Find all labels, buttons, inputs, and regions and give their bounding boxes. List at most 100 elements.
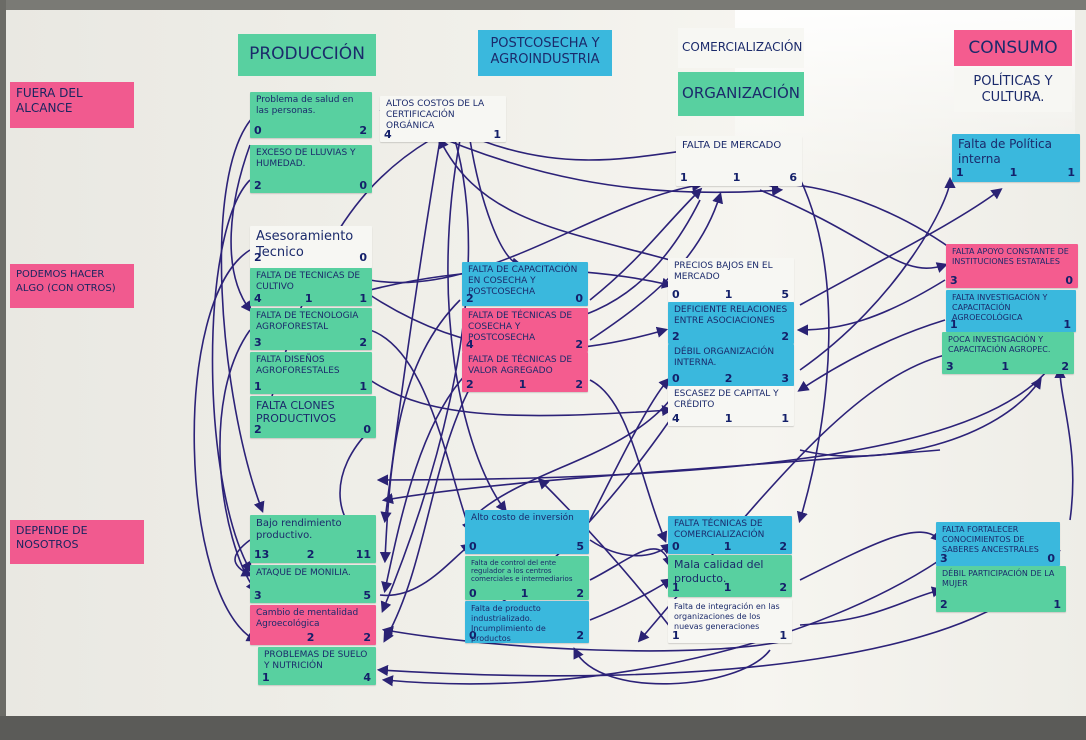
column-consumo: CONSUMO <box>954 30 1072 66</box>
card-text: PROBLEMAS DE SUELO Y NUTRICIÓN <box>264 650 368 671</box>
card-count-mid: 1 <box>1009 166 1018 179</box>
card-count-left: 1 <box>956 166 964 179</box>
column-produccion: PRODUCCIÓN <box>238 34 376 76</box>
card-clones: FALTA CLONES PRODUCTIVOS 2 0 <box>250 396 376 438</box>
card-text: Cambio de mentalidad Agroecológica <box>256 608 359 629</box>
card-text: Falta de producto industrializado. Incum… <box>471 604 546 643</box>
card-count-mid: 1 <box>518 378 527 391</box>
card-count-left: 13 <box>254 548 270 561</box>
arrow <box>381 625 791 652</box>
arrow <box>759 189 949 273</box>
card-control: Falta de control del ente regulador a lo… <box>465 556 589 600</box>
card-count-left: 4 <box>254 292 262 305</box>
card-count-right: 2 <box>575 378 583 391</box>
arrow <box>479 139 694 161</box>
arrow <box>380 139 470 613</box>
card-text: FALTA DE TÉCNICAS DE COSECHA Y POSTCOSEC… <box>468 311 573 343</box>
card-count-mid: 2 <box>306 548 315 561</box>
card-text: ESCASEZ DE CAPITAL Y CRÉDITO <box>674 389 779 410</box>
arrow <box>467 399 671 523</box>
arrow <box>230 144 252 313</box>
row-fuera-alcance: FUERA DEL ALCANCE <box>10 82 134 128</box>
card-count-left: 0 <box>672 372 680 385</box>
card-text: Mala calidad del producto. <box>674 558 764 585</box>
card-count-right: 0 <box>359 179 367 192</box>
card-count-left: 0 <box>469 587 477 600</box>
card-count-left: 2 <box>254 179 262 192</box>
card-count-right: 1 <box>781 412 789 425</box>
arrow <box>797 319 946 392</box>
row-podemos-hacer: PODEMOS HACER ALGO (CON OTROS) <box>10 264 134 308</box>
card-count-left: 4 <box>672 412 680 425</box>
card-capacitacion: FALTA DE CAPACITACIÓN EN COSECHA Y POSTC… <box>462 262 588 306</box>
arrow <box>379 299 461 564</box>
arrow <box>799 586 944 626</box>
card-text: Asesoramiento Tecnico <box>256 229 354 260</box>
card-count-left: 3 <box>946 360 954 373</box>
arrow <box>211 179 252 573</box>
card-politica: Falta de Política interna 1 1 1 <box>952 134 1080 182</box>
arrow <box>381 559 941 687</box>
card-count-right: 1 <box>359 380 367 393</box>
card-count-left: 0 <box>469 540 477 553</box>
wall-top <box>0 0 1086 10</box>
card-count-right: 0 <box>575 292 583 305</box>
card-count-right: 3 <box>781 372 789 385</box>
card-count-left: 4 <box>466 338 474 351</box>
column-politicas: POLÍTICAS Y CULTURA. <box>954 68 1072 112</box>
arrow <box>573 647 771 685</box>
card-text: FALTA DE CAPACITACIÓN EN COSECHA Y POSTC… <box>468 265 578 297</box>
card-count-right: 5 <box>781 288 789 301</box>
card-tec-cosecha: FALTA DE TÉCNICAS DE COSECHA Y POSTCOSEC… <box>462 308 588 352</box>
card-debil-organizacion: DÉBIL ORGANIZACIÓN INTERNA. 0 2 3 <box>668 344 794 386</box>
arrow <box>234 539 253 577</box>
card-tecnicas-cultivo: FALTA DE TECNICAS DE CULTIVO 4 1 1 <box>250 268 372 306</box>
card-text: FALTA DE TECNICAS DE CULTIVO <box>256 271 361 292</box>
card-text: FALTA DE TÉCNICAS DE VALOR AGREGADO <box>468 355 573 376</box>
card-count-left: 0 <box>672 288 680 301</box>
arrow <box>379 543 473 597</box>
card-mercado: FALTA DE MERCADO 1 1 6 <box>676 136 802 186</box>
card-count-mid: 1 <box>304 292 313 305</box>
card-count-right: 1 <box>493 128 501 141</box>
card-count-left: 4 <box>384 128 392 141</box>
arrow <box>220 114 265 513</box>
card-count-right: 0 <box>1047 552 1055 565</box>
arrow <box>589 187 703 301</box>
card-count-left: 0 <box>469 629 477 642</box>
card-text: FALTA DE TECNOLOGIA AGROFORESTAL <box>256 311 359 332</box>
column-comercializacion: COMERCIALIZACIÓN <box>678 28 804 68</box>
arrow <box>381 369 471 594</box>
card-relaciones: DEFICIENTE RELACIONES ENTRE ASOCIACIONES… <box>668 302 794 344</box>
card-count-left: 1 <box>672 629 680 642</box>
card-inversion: Alto costo de inversión 0 5 <box>465 510 589 554</box>
card-text: FALTA FORTALECER CONOCIMIENTOS DE SABERE… <box>942 525 1039 554</box>
arrow <box>796 279 946 336</box>
card-count-right: 1 <box>1063 318 1071 331</box>
card-tecnologia: FALTA DE TECNOLOGIA AGROFORESTAL 3 2 <box>250 308 372 350</box>
card-count-right: 2 <box>1061 360 1069 373</box>
card-count-left: 1 <box>262 671 270 684</box>
card-count-right: 11 <box>355 548 371 561</box>
card-lluvias: EXCESO DE LLUVIAS Y HUMEDAD. 2 0 <box>250 145 372 193</box>
card-count-mid: 1 <box>520 587 529 600</box>
card-rendimiento: Bajo rendimiento productivo. 13 2 11 <box>250 515 376 563</box>
card-text: Bajo rendimiento productivo. <box>256 518 342 541</box>
card-count-right: 2 <box>576 587 584 600</box>
card-text: FALTA INVESTIGACIÓN Y CAPACITACIÓN AGROE… <box>952 293 1048 322</box>
card-count-left: 2 <box>940 598 948 611</box>
card-count-left: 2 <box>672 330 680 343</box>
arrow <box>799 176 956 371</box>
card-salud: Problema de salud en las personas. 0 2 <box>250 92 372 138</box>
card-count-mid: 1 <box>724 412 733 425</box>
card-count-mid: 1 <box>1001 360 1010 373</box>
card-apoyo: FALTA APOYO CONSTANTE DE INSTITUCIONES E… <box>946 244 1078 288</box>
card-tec-comercializacion: FALTA TÉCNICAS DE COMERCIALIZACIÓN 0 1 2 <box>668 516 792 554</box>
card-certificacion: ALTOS COSTOS DE LA CERTIFICACIÓN ORGÁNIC… <box>380 96 506 142</box>
card-text: FALTA DE MERCADO <box>682 140 782 151</box>
card-count-right: 2 <box>781 330 789 343</box>
column-postcosecha: POSTCOSECHA Y AGROINDUSTRIA <box>478 30 612 76</box>
card-count-right: 2 <box>363 631 371 644</box>
card-count-right: 1 <box>1067 166 1075 179</box>
card-count-right: 0 <box>1065 274 1073 287</box>
